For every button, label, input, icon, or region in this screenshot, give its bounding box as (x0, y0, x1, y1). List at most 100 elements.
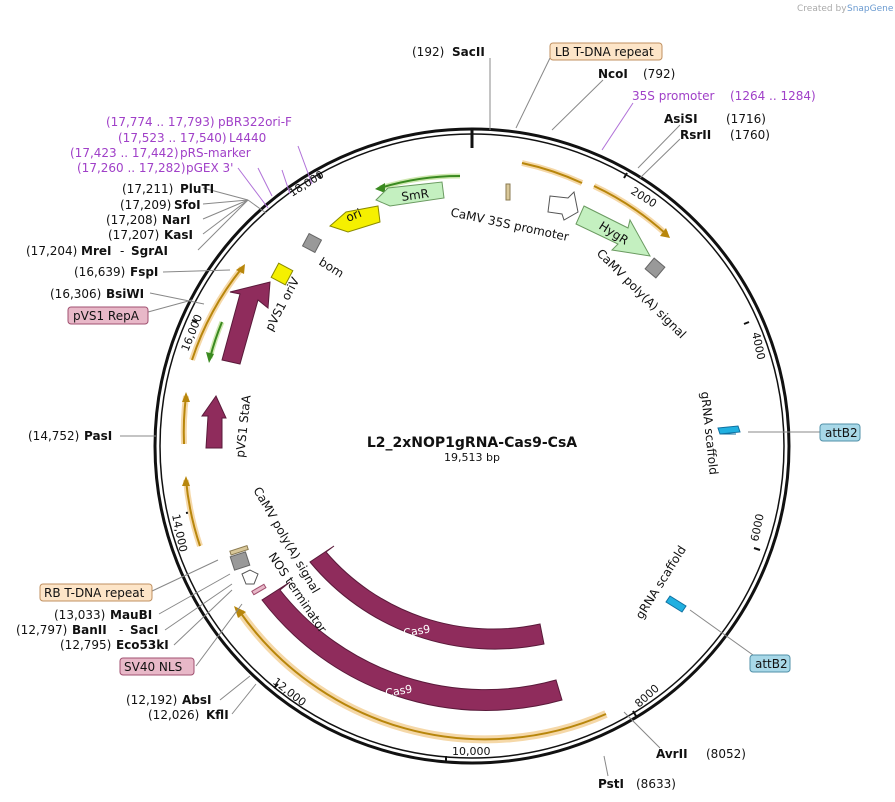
leader-lines (120, 57, 820, 777)
site-maubi-name[interactable]: MauBI (110, 608, 152, 622)
site-avrii-name[interactable]: AvrII (656, 747, 688, 761)
rb-repeat-marker (229, 544, 249, 556)
attb2-label-2: attB2 (755, 657, 788, 671)
camv-polya-square-1 (644, 257, 666, 279)
site-bsiwi-name[interactable]: BsiWI (106, 287, 144, 301)
ori-label: ori (344, 206, 364, 225)
site-pasi-pos: (14,752) (28, 429, 79, 443)
site-fspi-pos: (16,639) (74, 265, 125, 279)
smr-arrow (375, 181, 445, 207)
site-pluti-pos: (17,211) (122, 182, 173, 196)
site-banii-pos: (12,797) (16, 623, 67, 637)
sv40-nls-label: SV40 NLS (124, 660, 182, 674)
nos-terminator-arrow (241, 569, 259, 585)
backbone-outer (153, 127, 791, 765)
site-maubi-pos: (13,033) (54, 608, 105, 622)
ori-arrow (329, 205, 381, 233)
site-psti-name[interactable]: PstI (598, 777, 624, 791)
rb-repeat-box[interactable] (39, 583, 153, 602)
site-eco53ki-pos: (12,795) (60, 638, 111, 652)
site-bsiwi-pos: (16,306) (50, 287, 101, 301)
pvs1-oriv-diamond (270, 262, 294, 286)
primer-35s-pos: (1264 .. 1284) (730, 89, 816, 103)
cas9-arrow-outer (261, 581, 563, 711)
site-sgrai-name[interactable]: SgrAI (131, 244, 168, 258)
plasmid-size: 19,513 bp (444, 451, 500, 464)
camv-polya-square-2 (229, 551, 251, 571)
bom-label: bom (316, 255, 346, 281)
site-ncoi-name[interactable]: NcoI (598, 67, 628, 81)
site-eco53ki-name[interactable]: Eco53kI (116, 638, 169, 652)
green-feature-arcs (206, 173, 461, 363)
site-pasi-name[interactable]: PasI (84, 429, 112, 443)
tick-label-10000: 10,000 (452, 745, 491, 758)
pvs1-repa-label: pVS1 RepA (73, 309, 140, 323)
site-sacii-pos: (192) (412, 45, 444, 59)
site-sfoi-pos: (17,209) (120, 198, 171, 212)
site-kfli-name[interactable]: KflI (206, 708, 229, 722)
primer-pgex-pos: (17,260 .. 17,282) (77, 161, 186, 175)
cas9-label-outer: Cas9 (384, 682, 413, 700)
watermark-brand: SnapGene (847, 4, 894, 14)
site-ncoi-pos: (792) (643, 67, 675, 81)
site-nari-name[interactable]: NarI (162, 213, 191, 227)
smr-label: SmR (400, 186, 429, 204)
site-fspi-name[interactable]: FspI (130, 265, 158, 279)
site-absi-name[interactable]: AbsI (182, 693, 211, 707)
tick-label-6000: 6000 (748, 513, 767, 543)
grna-scaffold-label-1: gRNA scaffold (698, 391, 721, 476)
site-kfli-pos: (12,026) (148, 708, 199, 722)
site-nari-pos: (17,208) (106, 213, 157, 227)
plasmid-name: L2_2xNOP1gRNA-Cas9-CsA (367, 435, 577, 451)
site-pluti-name[interactable]: PluTI (180, 182, 214, 196)
site-kasi-name[interactable]: KasI (164, 228, 193, 242)
attb2-label-1: attB2 (825, 426, 858, 440)
site-rsrii-name[interactable]: RsrII (680, 128, 711, 142)
site-sacii-name[interactable]: SacII (452, 45, 485, 59)
site-mrei-pos: (17,204) (26, 244, 77, 258)
primer-pbr-name[interactable]: pBR322ori-F (218, 115, 292, 129)
primer-pbr-pos: (17,774 .. 17,793) (106, 115, 215, 129)
site-absi-pos: (12,192) (126, 693, 177, 707)
tick-label-18000: 18,000 (287, 168, 327, 199)
site-saci-name[interactable]: SacI (130, 623, 158, 637)
grna-scaffold-marker-2 (665, 595, 687, 613)
feature-arrows (201, 181, 741, 711)
pvs1-staa-arrow (201, 394, 227, 449)
site-banii-sep: - (119, 623, 123, 637)
primer-35s-name[interactable]: 35S promoter (632, 89, 714, 103)
primer-l4440-pos: (17,523 .. 17,540) (118, 131, 227, 145)
site-asisi-name[interactable]: AsiSI (664, 112, 698, 126)
lb-repeat-box[interactable] (549, 42, 663, 61)
camv35s-arrow (547, 190, 579, 221)
sv40-nls-box[interactable] (119, 657, 195, 676)
site-sfoi-name[interactable]: SfoI (174, 198, 201, 212)
site-psti-pos: (8633) (636, 777, 676, 791)
site-mrei-name[interactable]: MreI (81, 244, 111, 258)
hygr-arrow (575, 205, 651, 257)
attb2-box-2[interactable] (749, 654, 791, 673)
primer-l4440-name[interactable]: L4440 (229, 131, 266, 145)
attb2-box-1[interactable] (819, 423, 861, 442)
bom-square (301, 232, 323, 254)
pvs1-repa-box[interactable] (67, 306, 149, 325)
watermark-created-by: Created by (797, 4, 847, 14)
site-kasi-pos: (17,207) (108, 228, 159, 242)
primer-prs-name[interactable]: pRS-marker (180, 146, 251, 160)
primer-binding-arcs (180, 160, 670, 744)
camv35s-marker (505, 183, 511, 201)
tick-marks (185, 172, 761, 762)
cas9-label-inner: Cas9 (402, 622, 431, 640)
lb-repeat-label: LB T-DNA repeat (555, 45, 654, 59)
site-mrei-sep: - (120, 244, 124, 258)
primer-pgex-name[interactable]: pGEX 3' (186, 161, 233, 175)
pvs1-staa-label: pVS1 StaA (233, 394, 254, 459)
rb-repeat-label: RB T-DNA repeat (44, 586, 145, 600)
sv40-nls-marker (251, 583, 267, 596)
site-banii-name[interactable]: BanII (72, 623, 107, 637)
grna-scaffold-marker-1 (717, 425, 741, 435)
pvs1-repa-arrow (221, 281, 271, 365)
tick-label-4000: 4000 (749, 331, 768, 361)
